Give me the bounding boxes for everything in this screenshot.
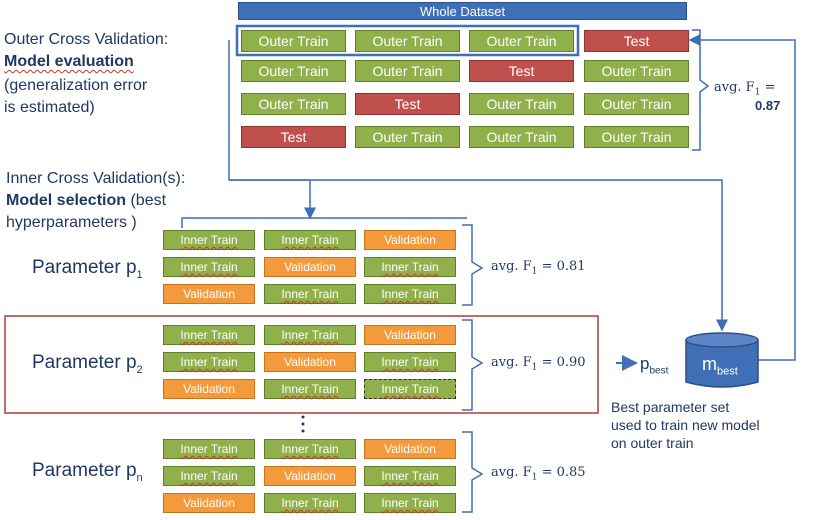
inner-train-cell: Inner Train (163, 466, 255, 486)
whole-dataset-bar: Whole Dataset (238, 2, 687, 20)
validation-cell: Validation (264, 352, 356, 372)
outer-train-cell: Outer Train (584, 93, 689, 115)
dot (301, 415, 305, 419)
inner-avg: avg. F1 = 0.81 (491, 259, 586, 277)
inner-train-cell: Inner Train (364, 284, 456, 304)
outer-train-cell: Outer Train (241, 60, 346, 82)
inner-train-cell: Inner Train (163, 257, 255, 277)
outer-train-cell: Outer Train (584, 60, 689, 82)
inner-cv-title: Inner Cross Validation(s): (6, 170, 186, 187)
best-note-line-2: used to train new model (611, 417, 760, 433)
outer-train-cell: Outer Train (469, 126, 574, 148)
inner-train-cell: Inner Train (364, 466, 456, 486)
inner-avg: avg. F1 = 0.85 (491, 465, 586, 483)
inner-train-cell: Inner Train (364, 352, 456, 372)
outer-train-cell: Outer Train (355, 60, 460, 82)
outer-avg-value: 0.87 (755, 98, 781, 113)
validation-cell: Validation (163, 379, 255, 399)
outer-test-cell: Test (355, 93, 460, 115)
parameter-label: Parameter pn (32, 460, 143, 484)
brace-p1 (462, 224, 484, 306)
inner-train-cell: Inner Train (163, 439, 255, 459)
inner-train-cell: Inner Train (264, 379, 356, 399)
best-note: Best parameter set used to train new mod… (611, 398, 760, 452)
inner-train-cell: Inner Train (163, 352, 255, 372)
inner-cv-subtitle-2: hyperparameters ) (6, 214, 137, 231)
p-best-label: pbest (640, 354, 669, 377)
database-icon (685, 332, 759, 388)
inner-train-cell: Inner Train (163, 325, 255, 345)
outer-row1-highlight (235, 24, 580, 57)
validation-cell: Validation (264, 257, 356, 277)
outer-cv-note-1: (generalization error (4, 77, 148, 94)
outer-cv-title: Outer Cross Validation: (4, 31, 169, 48)
outer-test-cell: Test (469, 60, 574, 82)
outer-train-cell: Outer Train (355, 126, 460, 148)
inner-train-cell: Inner Train (364, 493, 456, 513)
dot (301, 422, 305, 426)
inner-train-cell: Inner Train (264, 439, 356, 459)
inner-train-cell: Inner Train (264, 325, 356, 345)
parameter-label: Parameter p2 (32, 352, 143, 376)
dot (301, 429, 305, 433)
validation-cell: Validation (364, 230, 456, 250)
outer-test-cell: Test (584, 30, 689, 52)
outer-train-cell: Outer Train (469, 30, 574, 52)
inner-train-cell: Inner Train (163, 230, 255, 250)
model-to-outer-arrow (688, 34, 796, 361)
inner-train-cell: Inner Train (364, 257, 456, 277)
brace-p2 (462, 319, 484, 411)
best-note-line-1: Best parameter set (611, 399, 730, 415)
best-note-line-3: on outer train (611, 435, 694, 451)
outer-to-model-arrow (229, 179, 728, 332)
m-best-label: mbest (702, 354, 738, 378)
outer-train-cell: Outer Train (241, 93, 346, 115)
inner-top-bracket (181, 217, 467, 228)
outer-brace (692, 29, 710, 151)
parameter-label: Parameter p1 (32, 257, 143, 281)
inner-cv-subtitle: Model selection (best (6, 192, 167, 209)
outer-cv-subtitle: Model evaluation (4, 53, 134, 70)
validation-cell: Validation (264, 466, 356, 486)
validation-cell: Validation (364, 439, 456, 459)
validation-cell: Validation (163, 284, 255, 304)
outer-train-cell: Outer Train (584, 126, 689, 148)
inner-train-cell: Inner Train (264, 284, 356, 304)
inner-train-cell: Inner Train (364, 379, 456, 399)
outer-train-cell: Outer Train (469, 93, 574, 115)
outer-cv-note-2: is estimated) (4, 99, 95, 116)
p2-highlight (4, 315, 599, 414)
outer-avg: avg. F1 = (714, 80, 776, 98)
outer-train-cell: Outer Train (355, 30, 460, 52)
validation-cell: Validation (163, 493, 255, 513)
validation-cell: Validation (364, 325, 456, 345)
inner-train-cell: Inner Train (264, 493, 356, 513)
outer-train-cell: Outer Train (241, 30, 346, 52)
inner-train-cell: Inner Train (264, 230, 356, 250)
outer-test-cell: Test (241, 126, 346, 148)
inner-avg: avg. F1 = 0.90 (491, 355, 586, 373)
brace-pn (462, 431, 484, 513)
